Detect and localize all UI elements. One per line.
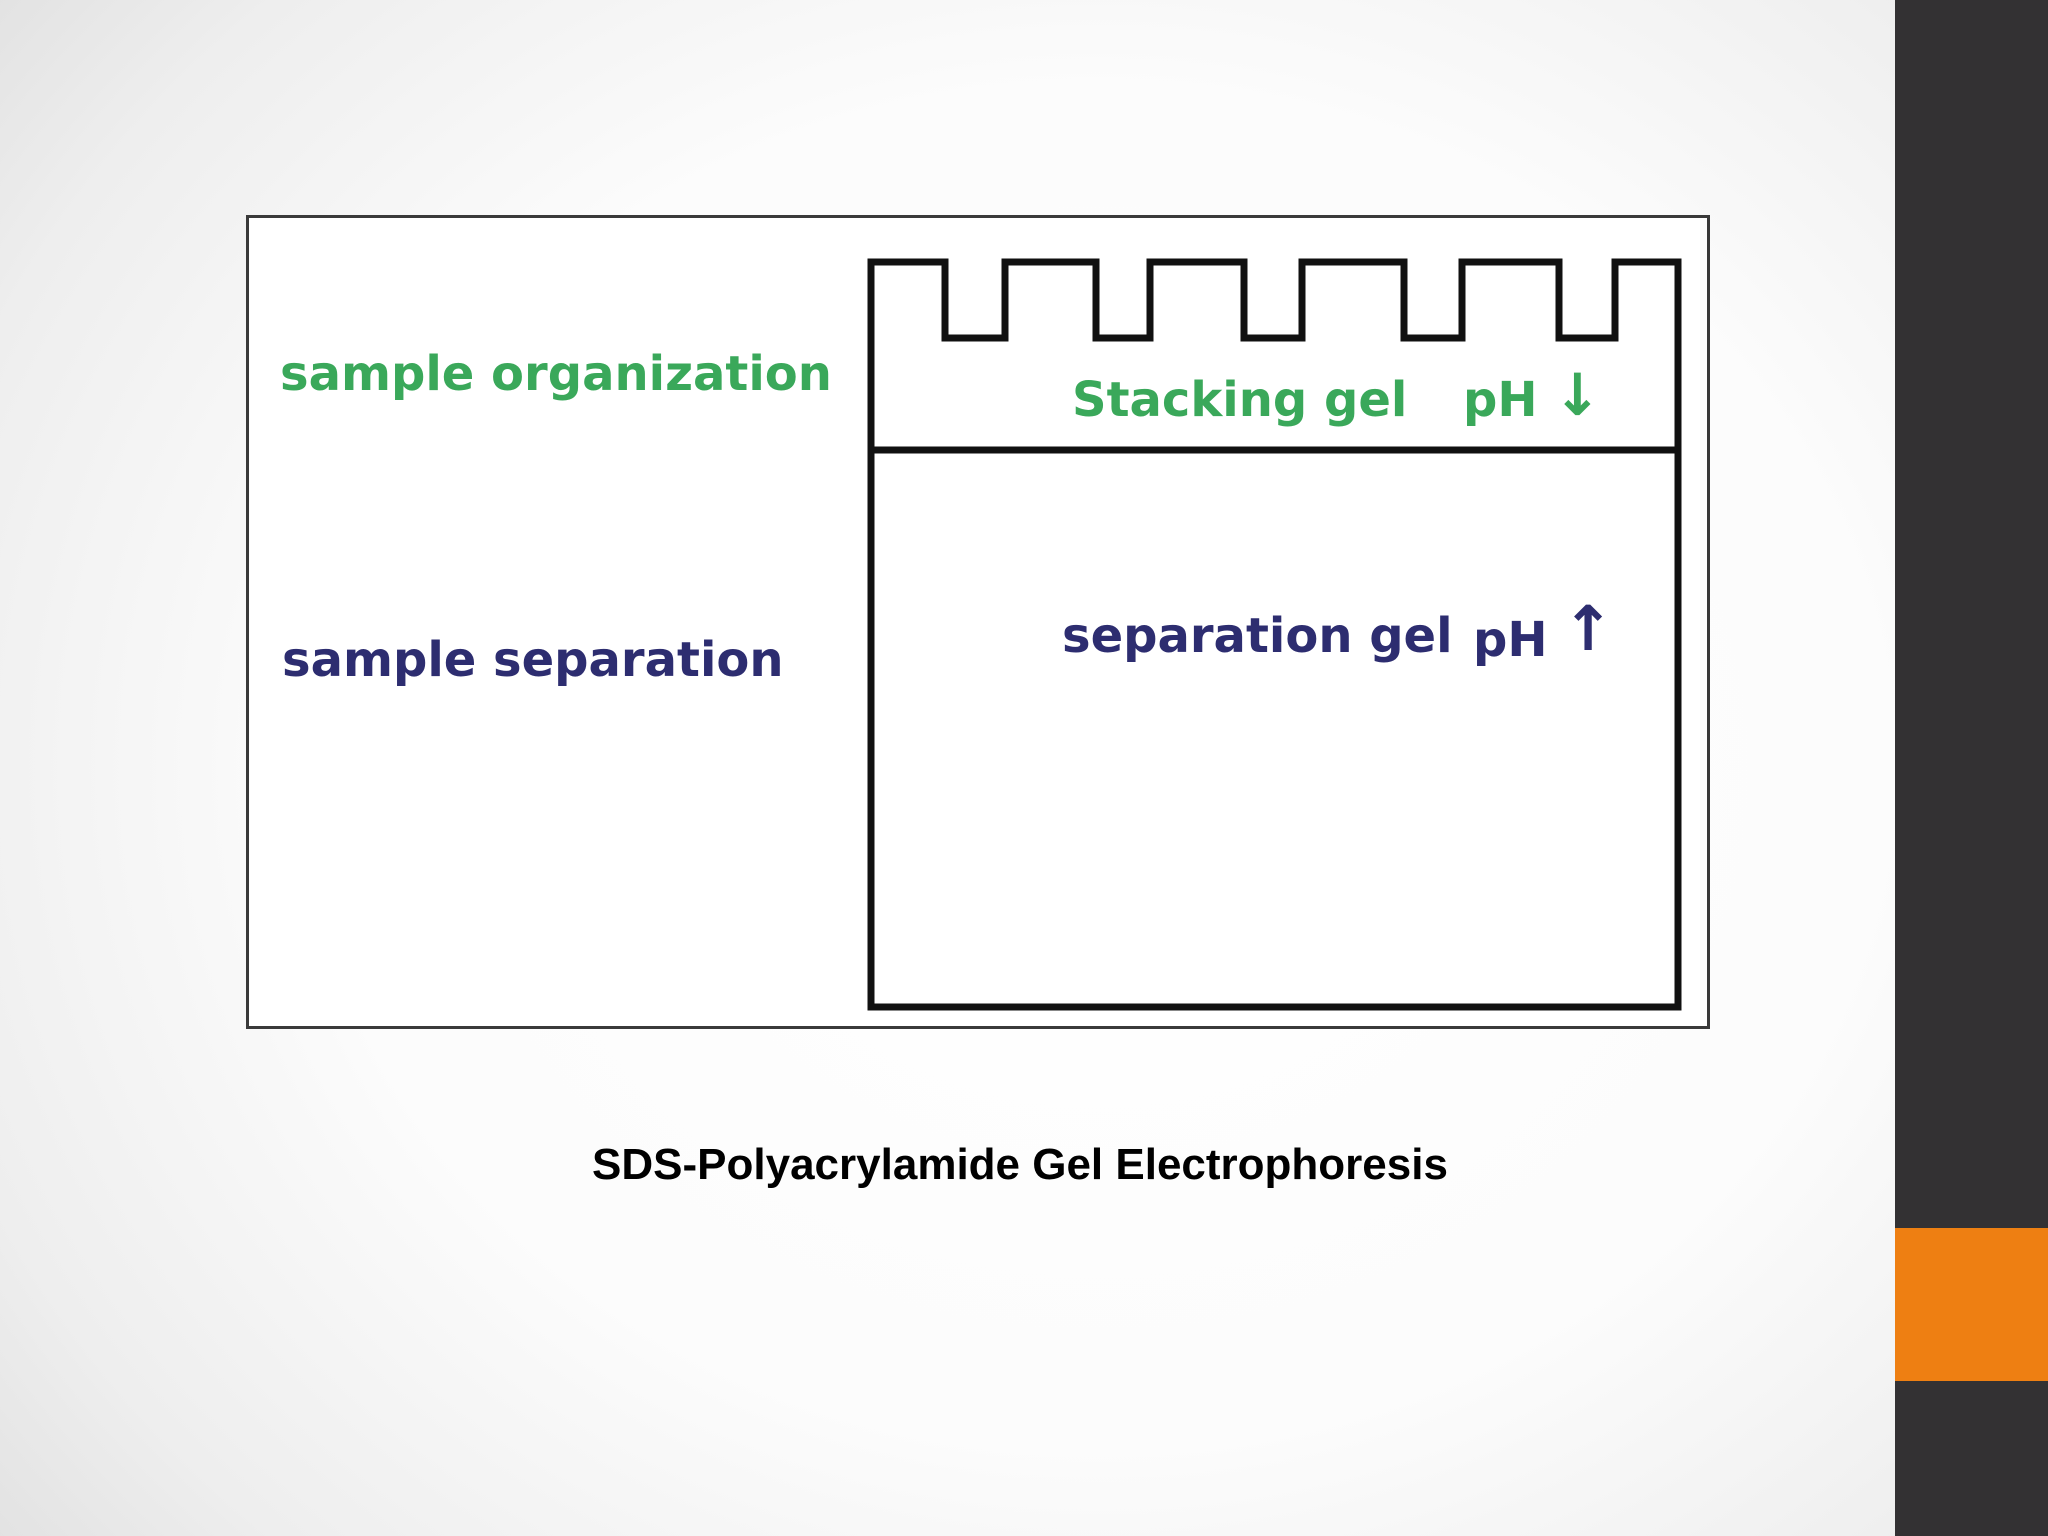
separation-gel-label: separation gel: [1062, 608, 1453, 664]
slide-caption: SDS-Polyacrylamide Gel Electrophoresis: [592, 1140, 1448, 1189]
arrow-up-icon: ↑: [1562, 592, 1614, 665]
sample-separation-label: sample separation: [282, 632, 784, 688]
arrow-down-icon: ↓: [1553, 361, 1602, 429]
separation-ph-label: pH: [1473, 612, 1548, 668]
sample-organization-label: sample organization: [280, 346, 832, 402]
separation-gel-outline: [867, 450, 1682, 1011]
stacking-gel-wells-outline: [867, 258, 1682, 450]
diagram-frame: [246, 215, 1710, 1029]
sidebar-accent-block: [1895, 1228, 2048, 1381]
stacking-gel-label: Stacking gel: [1072, 372, 1408, 428]
stacking-ph-label: pH: [1463, 372, 1538, 428]
